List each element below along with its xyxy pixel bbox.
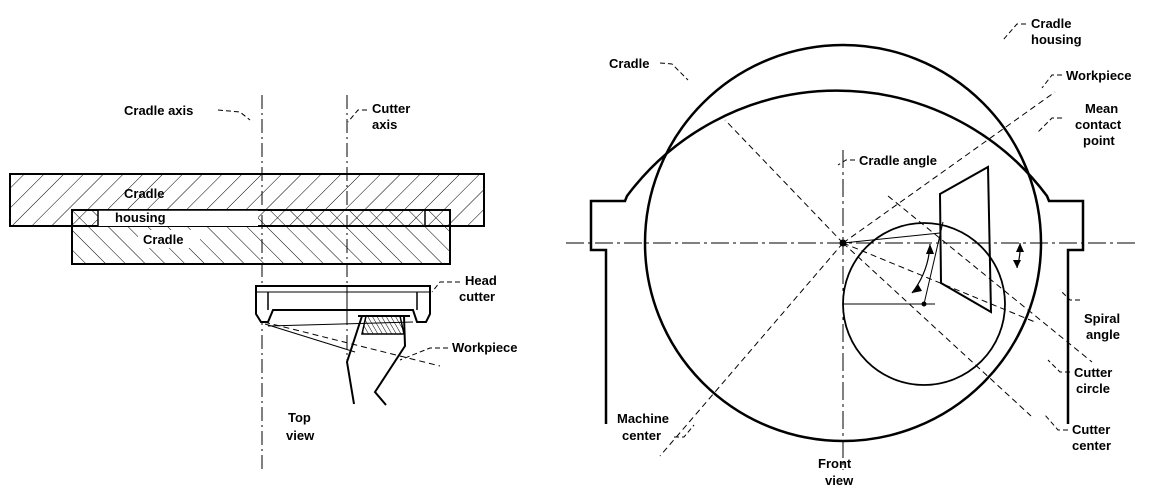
label-cradle: Cradle	[143, 232, 183, 247]
label-front-cradle-housing-1: Cradle	[1031, 16, 1071, 31]
leader-cradle-angle	[837, 159, 855, 166]
label-cutter-center-1: Cutter	[1072, 422, 1110, 437]
cradle-angle-line	[842, 91, 1056, 244]
spiral-angle-arrow-top	[1016, 243, 1024, 252]
label-mean-contact-2: contact	[1075, 117, 1122, 132]
label-top-view-1: Top	[288, 410, 311, 425]
leader-front-cradle	[659, 62, 689, 81]
front-view	[566, 23, 1137, 470]
leader-cutter-center	[1044, 414, 1068, 431]
front-workpiece	[938, 165, 993, 314]
head-cutter	[255, 285, 431, 323]
leader-cutter-circle	[1047, 359, 1070, 373]
machine-center-line	[659, 242, 844, 457]
leader-mean-contact-point	[1037, 117, 1062, 133]
label-mean-contact-3: point	[1083, 133, 1115, 148]
label-machine-center-1: Machine	[617, 411, 669, 426]
label-head-cutter-1: Head	[465, 273, 497, 288]
label-top-view-2: view	[286, 428, 315, 443]
spiral-angle-line	[887, 195, 1093, 363]
top-view	[9, 95, 485, 470]
label-top-workpiece: Workpiece	[452, 340, 518, 355]
label-front-cradle-housing-2: housing	[1031, 32, 1082, 47]
contact-point-radius	[842, 232, 941, 244]
leader-spiral-angle	[1059, 289, 1080, 301]
cradle-angle-arrow-top	[926, 244, 934, 254]
label-cutter-axis-1: Cutter	[372, 101, 410, 116]
cradle-angle-extension	[724, 119, 844, 244]
housing-label-window	[98, 210, 258, 226]
label-cutter-circle-1: Cutter	[1074, 365, 1112, 380]
leader-cutter-axis	[347, 109, 367, 123]
label-head-cutter-2: cutter	[459, 289, 495, 304]
label-cradle-housing-1: Cradle	[124, 186, 164, 201]
label-spiral-angle-1: Spiral	[1084, 311, 1120, 326]
contact-line	[842, 242, 1036, 323]
label-machine-center-2: center	[622, 428, 661, 443]
leader-workpiece	[399, 347, 448, 361]
label-cradle-angle: Cradle angle	[859, 153, 937, 168]
label-front-view-2: view	[825, 473, 854, 487]
top-construction-line-2	[264, 323, 356, 353]
leader-cradle-axis	[217, 109, 251, 121]
spiral-angle-arrow-bottom	[1013, 260, 1021, 268]
label-front-view-1: Front	[818, 456, 852, 471]
cutter-center-line	[842, 242, 1032, 417]
leader-front-workpiece	[1041, 74, 1062, 89]
machine-center-dot	[839, 239, 847, 247]
cutter-center-dot	[921, 301, 927, 307]
label-cutter-circle-2: circle	[1076, 381, 1110, 396]
top-construction-line-1	[263, 321, 441, 367]
cradle-angle-arrow-bottom	[912, 284, 922, 293]
label-spiral-angle-2: angle	[1086, 327, 1120, 342]
leader-front-cradle-housing	[1002, 23, 1026, 41]
label-front-workpiece: Workpiece	[1066, 68, 1132, 83]
label-cradle-housing-2: housing	[115, 210, 166, 225]
top-construction-line-3	[267, 321, 414, 327]
top-view-labels: Cradle axis Cutter axis Cradle housing C…	[115, 101, 518, 443]
top-workpiece	[345, 315, 410, 406]
label-cutter-center-2: center	[1072, 438, 1111, 453]
cradle-label-window	[138, 230, 200, 248]
label-front-cradle: Cradle	[609, 56, 649, 71]
label-cutter-axis-2: axis	[372, 117, 397, 132]
label-cradle-axis: Cradle axis	[124, 103, 193, 118]
label-mean-contact-1: Mean	[1085, 101, 1118, 116]
cutter-radius-line	[923, 221, 944, 305]
leader-head-cutter	[431, 281, 460, 293]
front-view-labels: Cradle Cradle housing Workpiece Mean con…	[609, 16, 1132, 487]
leader-machine-center	[674, 424, 695, 438]
front-cradle-housing	[589, 89, 1085, 424]
